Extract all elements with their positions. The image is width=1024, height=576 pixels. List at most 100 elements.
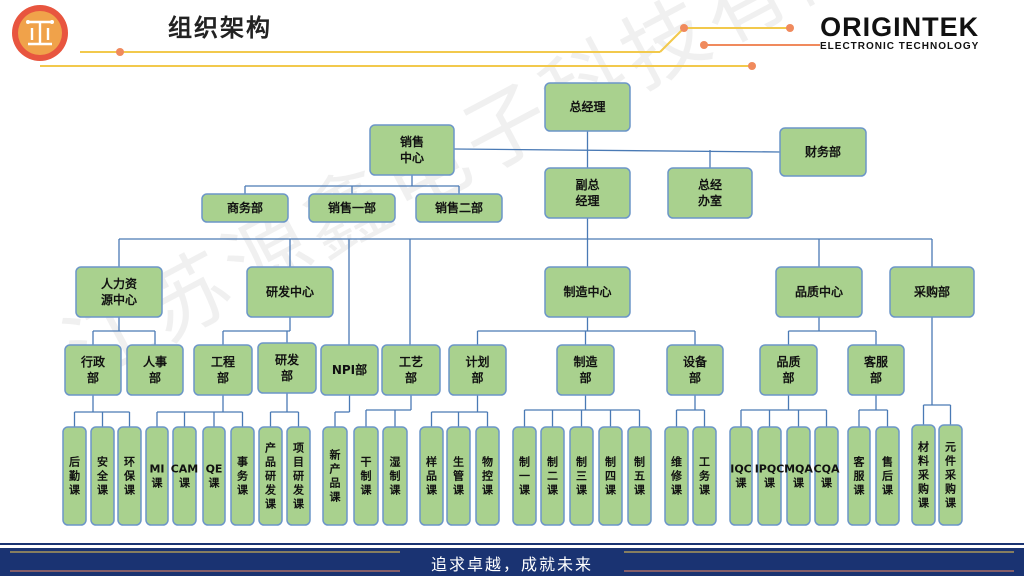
node-sec-dry: 干制课 — [353, 426, 379, 526]
node-label-sec-wet: 湿制课 — [390, 455, 402, 497]
node-label-sec-material-ctrl: 物控课 — [482, 455, 494, 497]
node-mfg-dept: 制造部 — [556, 344, 615, 396]
node-sec-sample: 样品课 — [419, 426, 444, 526]
footer-band — [0, 543, 1024, 576]
node-label-sales1: 销售一部 — [328, 200, 376, 215]
node-cs-dept: 客服部 — [847, 344, 905, 396]
node-rd-center: 研发中心 — [246, 266, 334, 318]
node-label-sec-after-sales: 售后课 — [881, 455, 894, 497]
node-hr-center: 人力资源中心 — [75, 266, 163, 318]
node-label-sec-logistics: 后勤课 — [69, 455, 81, 497]
footer-slogan: 追求卓越，成就未来 — [430, 555, 593, 574]
node-label-hr-dept: 人事部 — [143, 354, 167, 385]
node-label-sec-safety: 安全课 — [96, 455, 109, 497]
node-label-finance: 财务部 — [804, 144, 841, 159]
node-label-process-dept: 工艺部 — [399, 354, 423, 385]
node-sec-prod-rd: 产品研发课 — [258, 426, 283, 526]
node-label-purchasing: 采购部 — [913, 284, 950, 299]
node-label-sec-cs: 客服课 — [853, 455, 866, 497]
node-quality-dept: 品质部 — [759, 344, 818, 396]
connector-lines — [73, 131, 952, 427]
node-sec-mfg5: 制五课 — [627, 426, 652, 526]
node-sec-affairs: 事务课 — [230, 426, 255, 526]
node-label-gm-office: 总经办室 — [698, 177, 722, 208]
node-sec-after-sales: 售后课 — [875, 426, 900, 526]
node-sec-maint: 维修课 — [664, 426, 689, 526]
brand-subtitle: ELECTRONIC TECHNOLOGY — [820, 41, 980, 52]
node-process-dept: 工艺部 — [381, 344, 441, 396]
node-ceo: 总经理 — [544, 82, 631, 132]
node-label-sec-maint: 维修课 — [670, 455, 683, 497]
node-npi-dept: NPI部 — [320, 344, 379, 396]
node-mfg-center: 制造中心 — [544, 266, 631, 318]
node-label-sec-affairs: 事务课 — [237, 455, 249, 497]
node-label-sec-mfg5: 制五课 — [634, 455, 646, 497]
node-eng-dept: 工程部 — [193, 344, 253, 396]
node-label-sales2: 销售二部 — [435, 200, 483, 215]
node-label-hr-center: 人力资源中心 — [101, 276, 137, 307]
node-admin-dept: 行政部 — [64, 344, 122, 396]
node-sec-works: 工务课 — [692, 426, 717, 526]
node-label-commerce: 商务部 — [227, 200, 263, 215]
node-label-npi-dept: NPI部 — [332, 362, 367, 377]
node-sec-safety: 安全课 — [90, 426, 115, 526]
node-label-sec-proj-rd: 项目研发课 — [292, 442, 305, 511]
node-label-sec-dry: 干制课 — [361, 456, 373, 497]
node-label-admin-dept: 行政部 — [80, 354, 106, 385]
node-gm-office: 总经办室 — [667, 167, 753, 219]
connector-line — [453, 148, 781, 153]
node-label-sec-material-purch: 材料采购课 — [917, 440, 930, 510]
node-label-sec-works: 工务课 — [699, 456, 711, 497]
node-label-cs-dept: 客服部 — [863, 354, 889, 385]
node-label-sec-prod-rd: 产品研发课 — [264, 441, 277, 511]
node-label-sec-mfg2: 制二课 — [547, 455, 559, 497]
node-sales-center: 销售中心 — [369, 124, 455, 176]
node-equip-dept: 设备部 — [666, 344, 724, 396]
node-label-sec-mfg3: 制三课 — [576, 455, 588, 497]
node-sec-proj-rd: 项目研发课 — [286, 426, 311, 526]
node-finance: 财务部 — [779, 127, 867, 177]
company-logo-icon — [12, 5, 68, 61]
node-label-sec-component-purch: 元件采购课 — [944, 441, 957, 510]
node-label-rd-center: 研发中心 — [266, 284, 314, 299]
node-plan-dept: 计划部 — [448, 344, 507, 396]
node-purchasing: 采购部 — [889, 266, 975, 318]
node-label-rd-dept: 研发部 — [275, 352, 300, 383]
node-sec-mfg4: 制四课 — [598, 426, 623, 526]
node-label-sec-mfg1: 制一课 — [519, 455, 531, 497]
org-nodes: 总经理销售中心财务部副总经理总经办室商务部销售一部销售二部人力资源中心研发中心制… — [62, 82, 975, 526]
node-sec-env: 环保课 — [117, 426, 142, 526]
node-label-sales-center: 销售中心 — [400, 134, 424, 165]
node-label-eng-dept: 工程部 — [211, 354, 235, 385]
node-sec-material-purch: 材料采购课 — [911, 424, 936, 526]
node-commerce: 商务部 — [201, 193, 289, 223]
node-sec-logistics: 后勤课 — [62, 426, 87, 526]
node-label-equip-dept: 设备部 — [683, 354, 708, 385]
node-label-sec-env: 环保课 — [123, 456, 136, 497]
node-sales1: 销售一部 — [308, 193, 396, 223]
node-sec-component-purch: 元件采购课 — [938, 424, 963, 526]
node-label-mfg-center: 制造中心 — [563, 284, 611, 299]
node-quality-center: 品质中心 — [775, 266, 863, 318]
header-decoration — [40, 24, 820, 70]
node-sec-material-ctrl: 物控课 — [475, 426, 500, 526]
node-hr-dept: 人事部 — [126, 344, 184, 396]
node-label-sec-mfg4: 制四课 — [605, 455, 617, 497]
node-label-plan-dept: 计划部 — [465, 354, 489, 385]
node-sec-wet: 湿制课 — [382, 426, 408, 526]
node-vice-gm: 副总经理 — [544, 167, 631, 219]
node-label-quality-center: 品质中心 — [795, 284, 843, 299]
brand-name: ORIGINTEK — [820, 12, 980, 42]
